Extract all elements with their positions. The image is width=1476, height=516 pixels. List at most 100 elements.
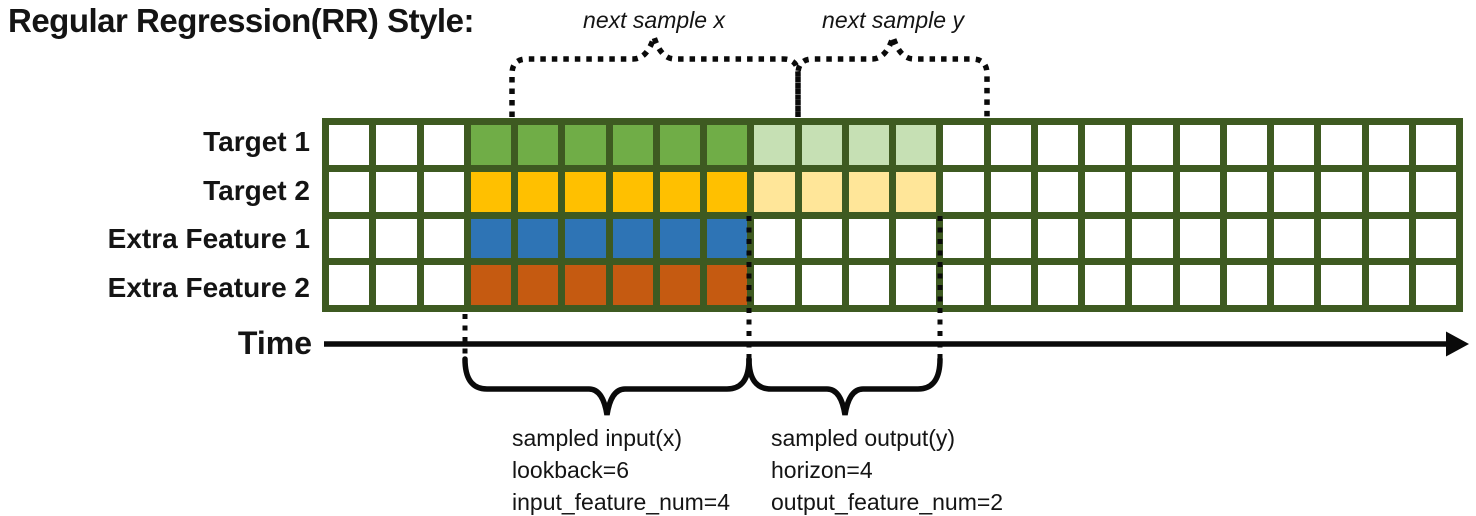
grid-cell: [518, 171, 559, 212]
grid-cell: [1274, 125, 1315, 165]
grid-cell: [1274, 171, 1315, 212]
grid-cell: [470, 125, 511, 165]
grid-cell: [1321, 125, 1362, 165]
grid-cell: [659, 171, 700, 212]
input-feature-num-line: input_feature_num=4: [512, 489, 731, 515]
grid-cell: [1321, 265, 1362, 305]
row-label: Target 2: [203, 174, 310, 206]
grid-cell: [1415, 125, 1456, 165]
grid-cell: [612, 265, 653, 305]
grid-cell: [612, 171, 653, 212]
grid-cell: [612, 218, 653, 259]
grid-cell: [990, 125, 1031, 165]
grid-cell: [848, 171, 889, 212]
grid-cell: [848, 218, 889, 259]
grid-cell: [1132, 265, 1173, 305]
next-sample-y-label: next sample y: [822, 7, 964, 33]
grid-cell: [1274, 218, 1315, 259]
grid-cell: [565, 218, 606, 259]
grid-cell: [1368, 218, 1409, 259]
grid-cell: [896, 171, 937, 212]
grid-cell: [1415, 171, 1456, 212]
grid-cell: [423, 125, 464, 165]
grid-cell: [943, 125, 984, 165]
grid-cell: [329, 125, 370, 165]
grid-cell: [659, 218, 700, 259]
grid-cell: [754, 125, 795, 165]
grid-cell: [470, 171, 511, 212]
grid-cell: [1085, 265, 1126, 305]
grid-cell: [754, 218, 795, 259]
row-label: Target 1: [203, 126, 310, 158]
grid-cell: [376, 218, 417, 259]
grid-cell: [659, 125, 700, 165]
grid-cell: [801, 218, 842, 259]
grid-cell: [1226, 265, 1267, 305]
page-title: Regular Regression(RR) Style:: [8, 2, 474, 39]
grid-cell: [565, 125, 606, 165]
grid-cell: [1321, 171, 1362, 212]
sampled-output-brace: [746, 356, 943, 416]
row-label: Extra Feature 1: [107, 223, 310, 255]
grid-cell: [1368, 171, 1409, 212]
grid-cell: [990, 171, 1031, 212]
grid-cell: [1132, 218, 1173, 259]
grid-cell: [1085, 125, 1126, 165]
grid-cell: [896, 265, 937, 305]
grid-cell: [943, 265, 984, 305]
grid-cell: [990, 265, 1031, 305]
grid-cell: [565, 265, 606, 305]
grid-cell: [1274, 265, 1315, 305]
grid-cell: [1037, 265, 1078, 305]
row-labels: Target 1 Target 2 Extra Feature 1 Extra Fea…: [0, 118, 310, 312]
grid-cell: [896, 125, 937, 165]
grid-cell: [518, 218, 559, 259]
grid-cell: [329, 265, 370, 305]
sample-grid: [322, 118, 1463, 312]
grid-cell: [1179, 218, 1220, 259]
row-label: Extra Feature 2: [107, 271, 310, 303]
grid-cell: [754, 265, 795, 305]
grid-cell: [612, 125, 653, 165]
sampled-output-annotation: sampled output(y) horizon=4 output_featu…: [771, 422, 1003, 516]
grid-cell: [801, 125, 842, 165]
grid-cell: [848, 125, 889, 165]
grid-cell: [707, 125, 748, 165]
grid-cell: [329, 218, 370, 259]
grid-cell: [1037, 125, 1078, 165]
grid-cell: [1132, 125, 1173, 165]
next-sample-y-brace: [795, 27, 990, 117]
grid-cell: [1179, 265, 1220, 305]
grid-cell: [1085, 218, 1126, 259]
grid-cell: [1037, 171, 1078, 212]
grid-cell: [518, 125, 559, 165]
grid-cell: [1132, 171, 1173, 212]
output-feature-num-line: output_feature_num=2: [771, 489, 1004, 515]
grid-cell: [376, 125, 417, 165]
grid-cell: [376, 171, 417, 212]
grid-cell: [943, 218, 984, 259]
next-sample-x-brace: [509, 27, 801, 117]
grid-cell: [1415, 218, 1456, 259]
sampled-input-line: sampled input(x): [512, 425, 683, 451]
grid-cell: [1085, 171, 1126, 212]
grid-cell: [470, 265, 511, 305]
sampled-input-brace: [462, 356, 752, 416]
grid-cell: [707, 171, 748, 212]
grid-cell: [1321, 218, 1362, 259]
sampled-output-line: sampled output(y): [771, 425, 956, 451]
grid-cell: [423, 218, 464, 259]
grid-cell: [423, 171, 464, 212]
grid-cell: [565, 171, 606, 212]
grid-cell: [801, 265, 842, 305]
grid-cell: [659, 265, 700, 305]
horizon-line: horizon=4: [771, 457, 873, 483]
grid-cell: [990, 218, 1031, 259]
grid-cell: [1179, 171, 1220, 212]
time-arrow-head: [1446, 331, 1469, 357]
grid-cell: [470, 218, 511, 259]
grid-cell: [754, 171, 795, 212]
grid-cell: [1179, 125, 1220, 165]
grid-cell: [707, 265, 748, 305]
